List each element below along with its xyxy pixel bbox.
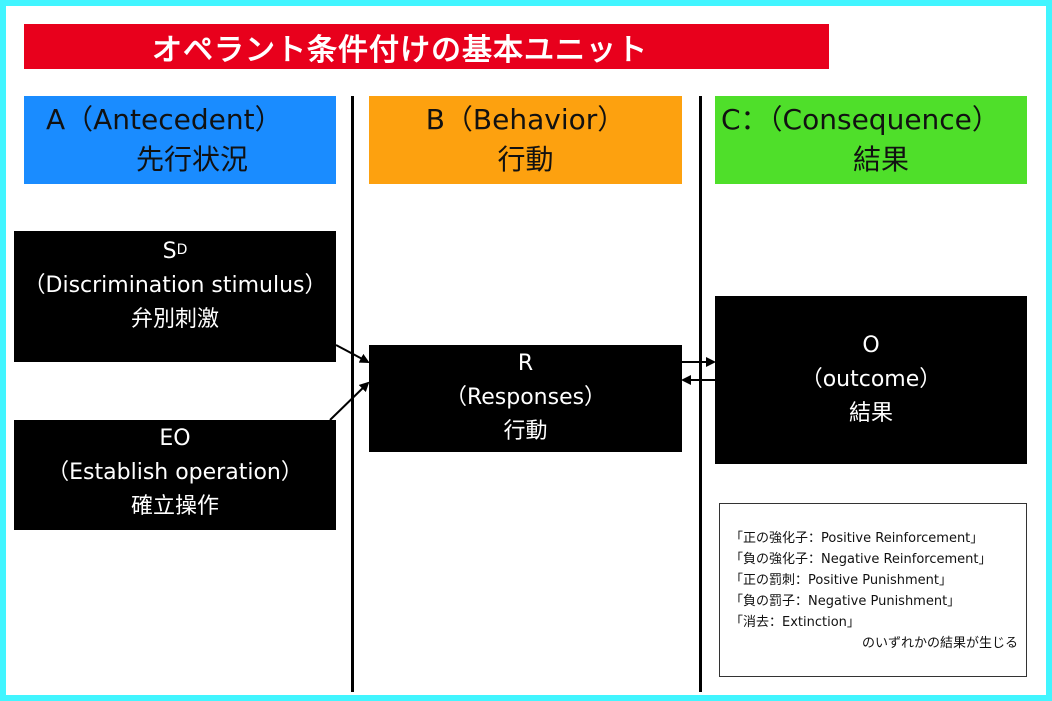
column-header-behavior: B（Behavior） 行動 xyxy=(369,96,682,184)
diagram-title-text: オペラント条件付けの基本ユニット xyxy=(152,32,648,68)
antecedent-label: A（Antecedent） xyxy=(46,103,283,136)
o-japanese: 結果 xyxy=(848,401,893,426)
column-divider-left xyxy=(351,96,354,692)
legend-item: 「正の罰刺：Positive Punishment」 xyxy=(730,573,952,588)
behavior-label-ja: 行動 xyxy=(497,143,554,176)
o-box: O （outcome） 結果 xyxy=(715,296,1027,464)
eo-box: EO （Establish operation） 確立操作 xyxy=(14,420,336,530)
sd-superscript: D xyxy=(176,242,188,258)
eo-symbol: EO xyxy=(159,426,191,451)
antecedent-label-ja: 先行状況 xyxy=(135,143,248,176)
column-divider-right xyxy=(699,96,702,692)
legend-item: 「消去：Extinction」 xyxy=(730,615,860,630)
sd-japanese: 弁別刺激 xyxy=(130,307,219,332)
consequence-label-ja: 結果 xyxy=(852,143,909,176)
behavior-label: B（Behavior） xyxy=(425,103,626,136)
sd-symbol: SD xyxy=(162,239,188,264)
column-header-antecedent: A（Antecedent） 先行状況 xyxy=(24,96,336,184)
o-english: （outcome） xyxy=(800,367,942,392)
o-symbol: O xyxy=(862,333,880,358)
consequence-legend: 「正の強化子：Positive Reinforcement」 「負の強化子：Ne… xyxy=(719,503,1027,677)
sd-english: （Discrimination stimulus） xyxy=(23,273,327,298)
legend-item: 「負の罰子：Negative Punishment」 xyxy=(730,594,961,609)
r-japanese: 行動 xyxy=(503,419,548,444)
consequence-label: C：（Consequence） xyxy=(721,103,1000,136)
r-symbol: R xyxy=(517,351,534,376)
legend-item: 「負の強化子：Negative Reinforcement」 xyxy=(730,552,992,567)
diagram-title: オペラント条件付けの基本ユニット xyxy=(24,24,829,69)
legend-item: 「正の強化子：Positive Reinforcement」 xyxy=(730,531,984,546)
column-header-consequence: C：（Consequence） 結果 xyxy=(715,96,1027,184)
eo-english: （Establish operation） xyxy=(47,460,303,485)
sd-box: SD （Discrimination stimulus） 弁別刺激 xyxy=(14,231,336,362)
legend-note: のいずれかの結果が生じる xyxy=(861,636,1018,651)
eo-japanese: 確立操作 xyxy=(130,494,219,519)
r-english: （Responses） xyxy=(444,385,607,410)
r-box: R （Responses） 行動 xyxy=(369,345,682,452)
